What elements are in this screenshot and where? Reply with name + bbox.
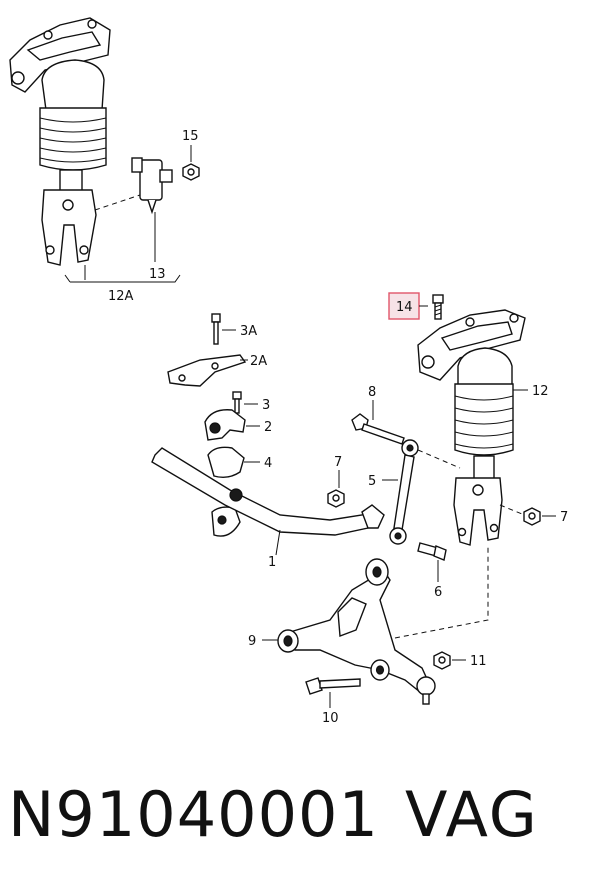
nut-15 xyxy=(182,163,200,181)
callout-8: 8 xyxy=(368,385,376,400)
callout-6: 6 xyxy=(434,585,442,600)
control-arm-9 xyxy=(277,558,436,705)
bolt-3 xyxy=(232,391,242,414)
callout-3: 3 xyxy=(262,398,270,413)
clamp-2 xyxy=(204,409,246,441)
callout-4: 4 xyxy=(264,456,272,471)
bushing-4 xyxy=(207,446,245,537)
callout-12a: 12A xyxy=(108,289,134,304)
suspension-exploded-diagram: 15 13 12A 3A 2A 3 2 4 1 14 xyxy=(9,17,568,726)
nut-7-right xyxy=(523,507,541,526)
bolt-8 xyxy=(351,413,405,445)
callout-15: 15 xyxy=(182,129,199,144)
air-strut-12a xyxy=(9,17,141,266)
air-strut-12 xyxy=(417,309,526,546)
callout-14: 14 xyxy=(396,300,413,315)
highlight-box-14 xyxy=(388,292,420,320)
nut-11 xyxy=(433,651,451,670)
level-sensor-13 xyxy=(131,157,173,215)
stabilizer-bar-1 xyxy=(151,447,385,536)
nut-7-left xyxy=(327,489,345,508)
callout-3a: 3A xyxy=(240,324,257,339)
footer: N91040001 VAG xyxy=(0,770,600,880)
bolt-10 xyxy=(305,677,361,695)
callout-10: 10 xyxy=(322,711,339,726)
bolt-6 xyxy=(417,542,447,561)
callout-13: 13 xyxy=(149,267,166,282)
callout-12: 12 xyxy=(532,384,549,399)
callout-2a: 2A xyxy=(250,354,267,369)
callout-9: 9 xyxy=(248,634,256,649)
callout-7-right: 7 xyxy=(560,510,568,525)
bracket-2a xyxy=(167,354,247,387)
part-number: N91040001 xyxy=(8,778,379,851)
callout-5: 5 xyxy=(368,474,376,489)
callout-7-left: 7 xyxy=(334,455,342,470)
callout-11: 11 xyxy=(470,654,487,669)
brand-label: VAG xyxy=(405,778,539,851)
callout-1: 1 xyxy=(268,555,276,570)
bolt-14 xyxy=(432,294,444,320)
coupling-rod-5 xyxy=(389,439,419,545)
bolt-3a xyxy=(211,313,221,345)
callout-2: 2 xyxy=(264,420,272,435)
